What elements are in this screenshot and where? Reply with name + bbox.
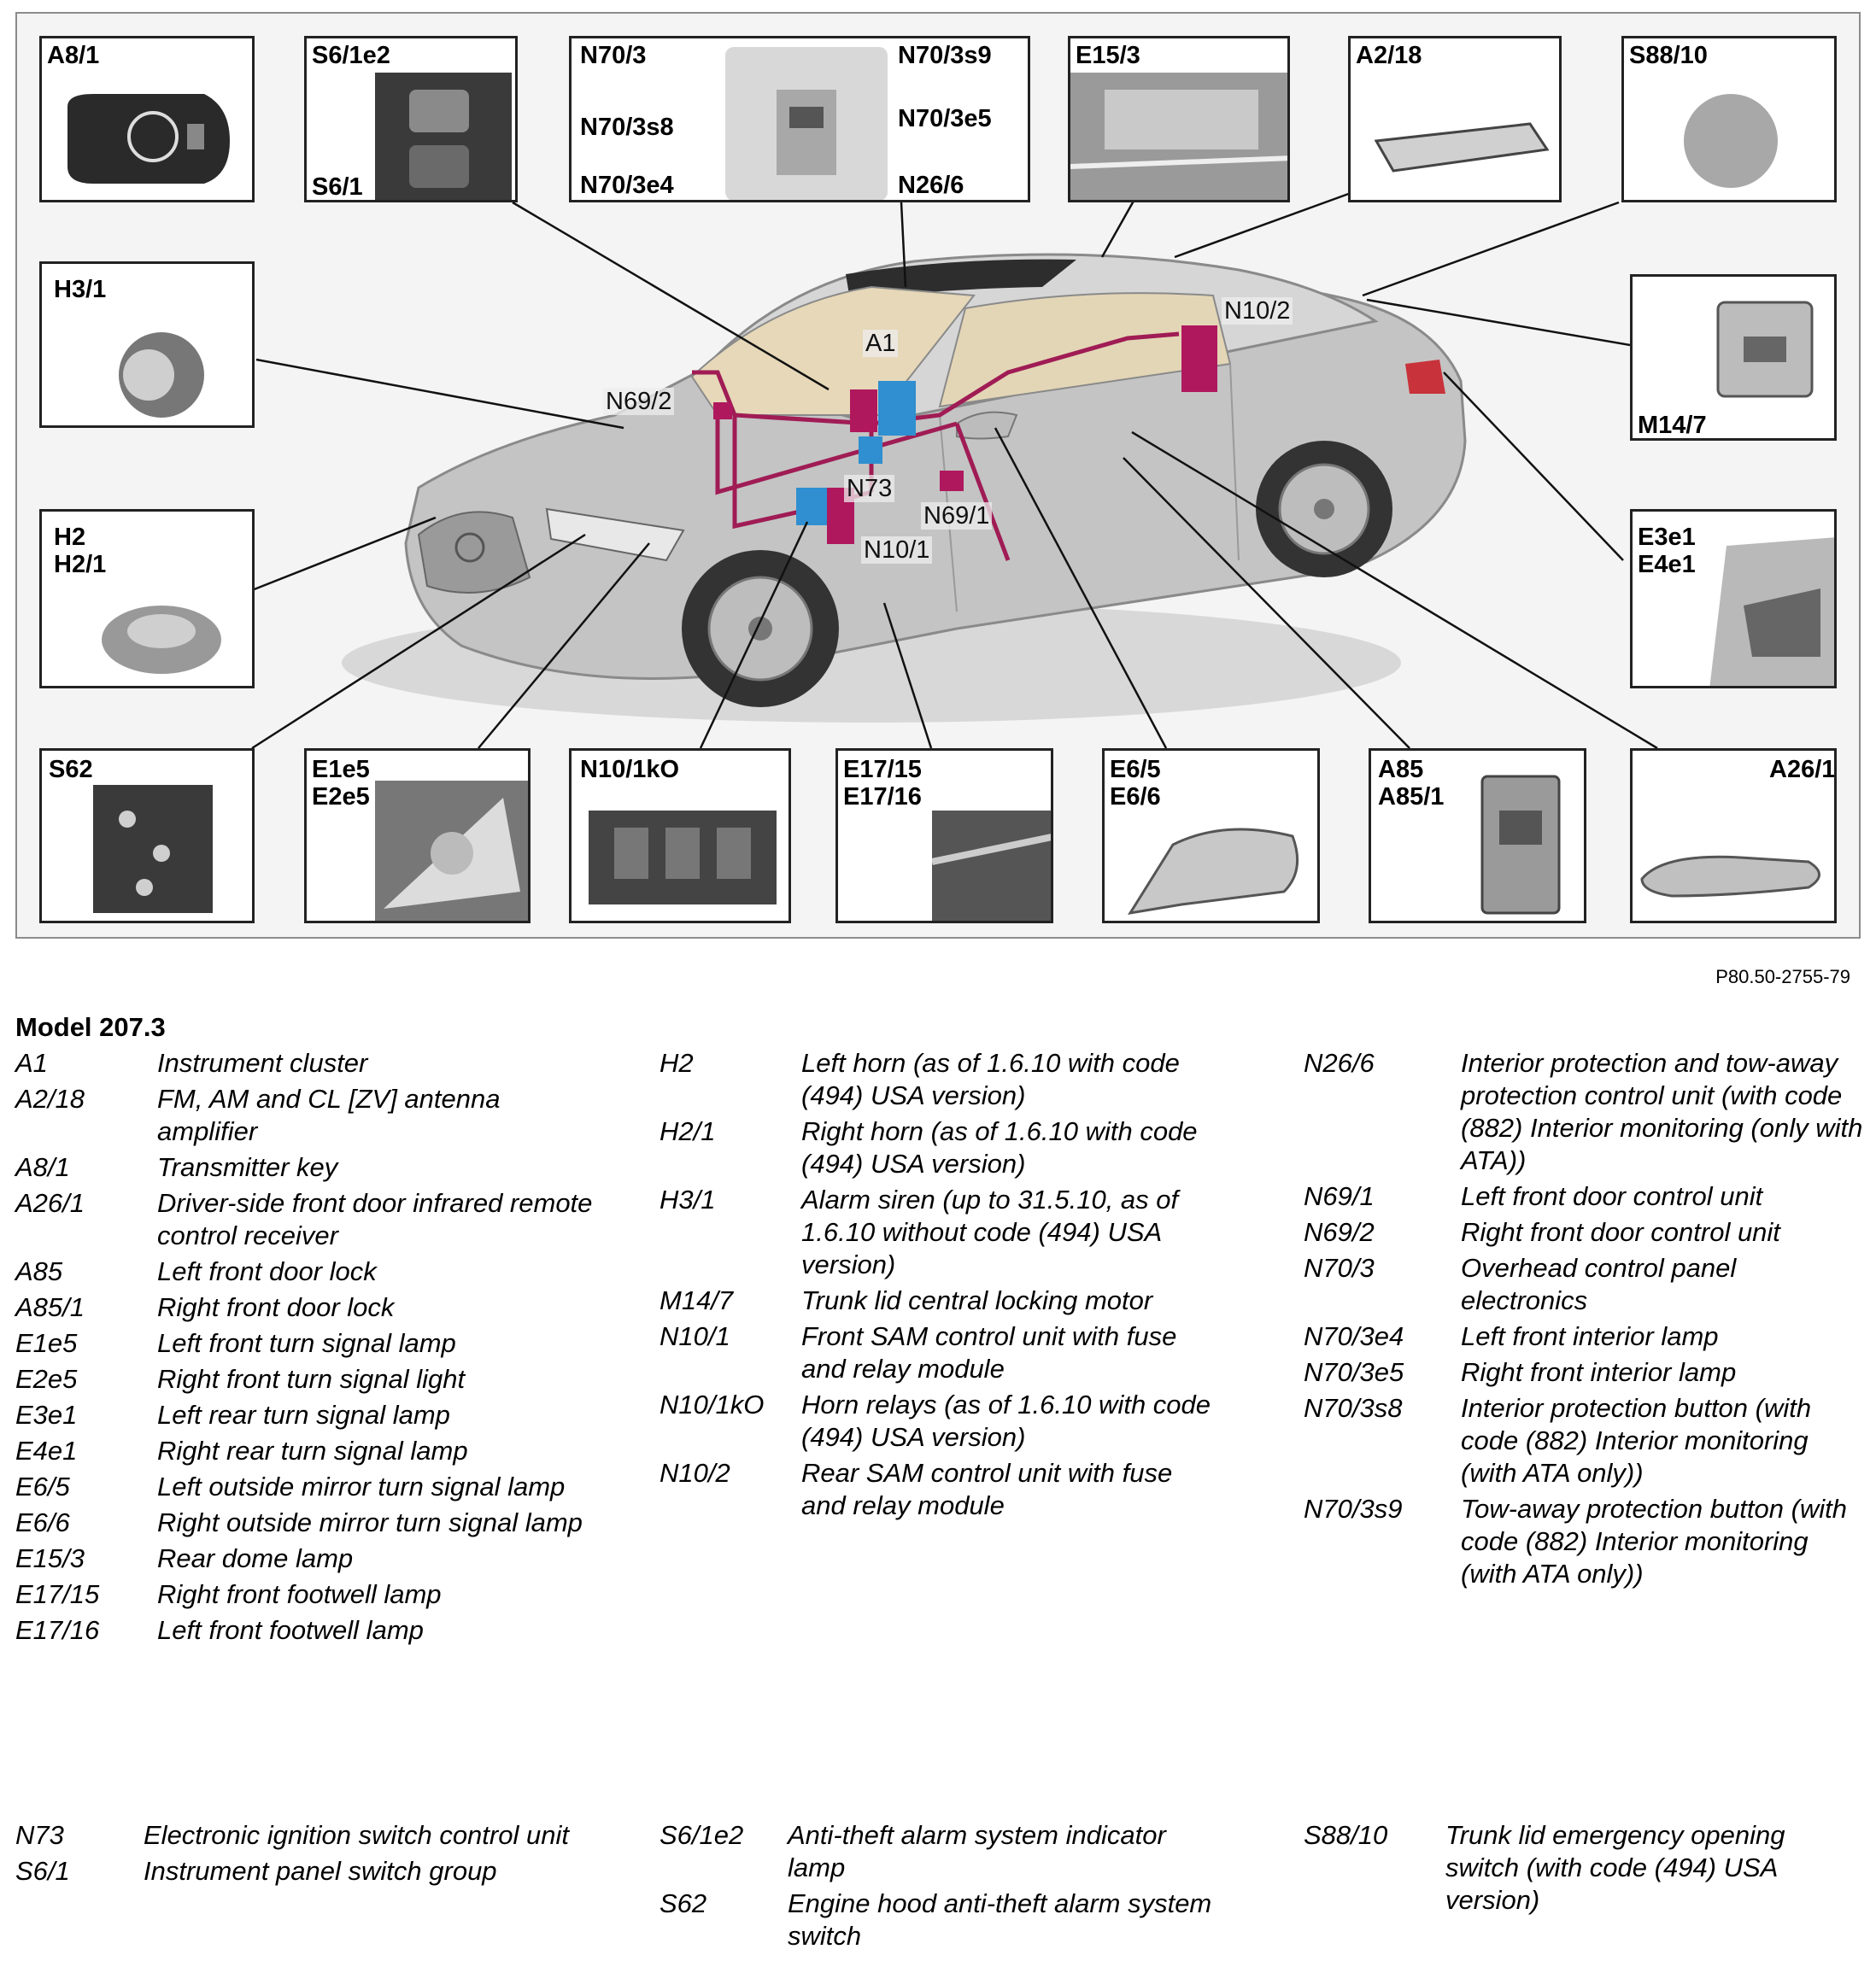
- overhead-panel-icon: [725, 47, 888, 200]
- relay-module-icon: [589, 811, 777, 904]
- siren-icon: [119, 332, 204, 418]
- mirror-icon: [1127, 828, 1299, 916]
- car-label-N10-1: N10/1: [861, 536, 933, 564]
- box-E17-15: E17/15 E17/16: [835, 748, 1053, 923]
- module-N69-1: [940, 471, 964, 491]
- hood-switch-icon: [93, 785, 213, 913]
- diagram-frame: N10/2 A1 N69/2 N73 N69/1 N10/1 A8/1 S6/1…: [15, 12, 1861, 939]
- module-N73: [859, 436, 882, 464]
- module-A1: [850, 389, 877, 432]
- box-A2-18: A2/18: [1348, 36, 1562, 202]
- box-N10-1kO: N10/1kO: [569, 748, 791, 923]
- key-icon: [67, 94, 230, 184]
- box-A8-1: A8/1: [39, 36, 255, 202]
- box-S6-1e2: S6/1e2 S6/1: [304, 36, 518, 202]
- car-label-A1: A1: [863, 330, 899, 357]
- box-E6-5: E6/5 E6/6: [1102, 748, 1320, 923]
- box-E1e5: E1e5 E2e5: [304, 748, 531, 923]
- car-label-N73: N73: [844, 475, 895, 502]
- door-handle-icon: [1640, 855, 1820, 898]
- module-N69-2: [713, 402, 732, 419]
- tail-lamp-icon: [1709, 537, 1834, 686]
- leader-lines: [251, 187, 1658, 750]
- front-grille: [417, 511, 531, 594]
- car-illustration: [251, 187, 1658, 750]
- module-N10-2: [1181, 325, 1217, 392]
- module-N10-1-blue: [796, 488, 827, 525]
- car-label-N69-1: N69/1: [921, 502, 993, 530]
- dome-lamp-icon: [1070, 73, 1287, 200]
- button-icon: [1684, 94, 1778, 188]
- headlamp-icon: [375, 781, 528, 921]
- box-M14-7: M14/7: [1630, 274, 1837, 441]
- car-label-N69-2: N69/2: [603, 388, 675, 415]
- box-H3-1: H3/1: [39, 261, 255, 428]
- lock-motor-icon: [1716, 301, 1814, 398]
- footwell-lamp-icon: [932, 811, 1051, 921]
- box-E3e1: E3e1 E4e1: [1630, 509, 1837, 688]
- figure-code: P80.50-2755-79: [1715, 966, 1850, 987]
- tail-light: [1405, 360, 1445, 394]
- headlight: [545, 507, 685, 562]
- box-A26-1: A26/1: [1630, 748, 1837, 923]
- model-heading: Model 207.3: [15, 1012, 166, 1042]
- box-E15-3: E15/3: [1068, 36, 1290, 202]
- antenna-amplifier-icon: [1374, 122, 1550, 173]
- door-lock-icon: [1480, 775, 1561, 915]
- module-A1-blue: [878, 381, 916, 436]
- box-N70-3: N70/3 N70/3s9 N70/3s8 N70/3e5 N70/3e4 N2…: [569, 36, 1030, 202]
- switch-group-icon: [375, 73, 512, 200]
- horn-icon: [102, 606, 221, 674]
- box-S88-10: S88/10: [1621, 36, 1837, 202]
- box-A85: A85 A85/1: [1369, 748, 1586, 923]
- car-label-N10-2: N10/2: [1222, 297, 1293, 325]
- box-H2: H2 H2/1: [39, 509, 255, 688]
- box-S62: S62: [39, 748, 255, 923]
- outside-mirror: [956, 411, 1018, 440]
